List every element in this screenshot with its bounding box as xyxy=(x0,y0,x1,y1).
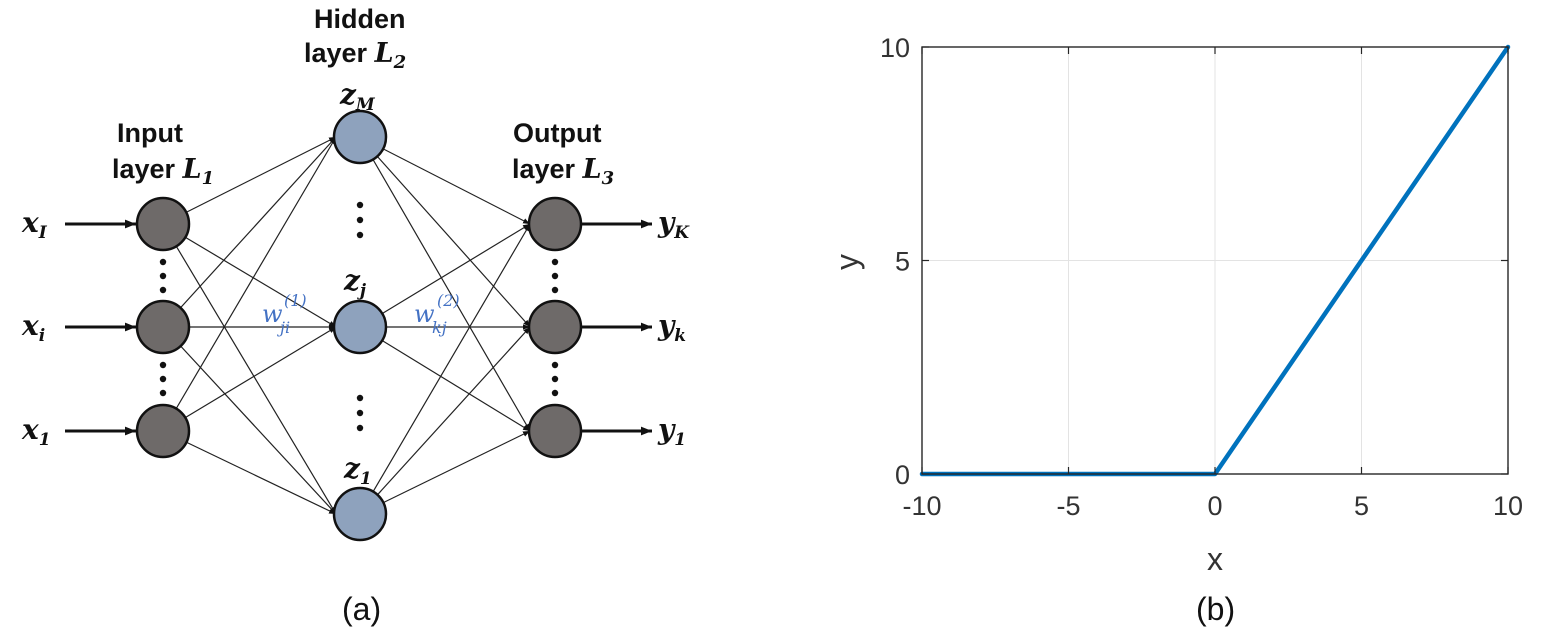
hidden-layer-subtitle: layer L2 xyxy=(304,38,406,73)
input-label-middle: xi xyxy=(21,309,45,346)
input-node-bottom xyxy=(135,403,191,459)
hidden-layer-title: Hidden xyxy=(314,4,406,34)
svg-text:w: w xyxy=(414,300,435,328)
output-arrows xyxy=(580,219,652,436)
input-label-bottom: x1 xyxy=(21,413,51,450)
x-tick-label: 0 xyxy=(1207,491,1222,521)
x-tick-label: 5 xyxy=(1354,491,1369,521)
input-node-middle xyxy=(135,299,191,355)
x-tick-label: -5 xyxy=(1056,491,1080,521)
weight-label-2: w (2) kj xyxy=(414,291,460,337)
output-label-top: yK xyxy=(657,206,690,243)
hidden-label-top: zM xyxy=(339,78,376,115)
svg-text:w: w xyxy=(262,300,283,328)
neural-network-diagram: Input layer L1 Hidden layer L2 Output la… xyxy=(21,4,690,627)
hidden-node-bottom xyxy=(332,486,388,542)
hidden-node-middle xyxy=(332,299,388,355)
output-layer-subtitle: layer L3 xyxy=(512,154,614,189)
input-layer-subtitle: layer L1 xyxy=(112,154,214,189)
output-node-bottom xyxy=(527,403,583,459)
ellipsis-dots xyxy=(159,201,559,432)
x-axis-title: x xyxy=(1207,541,1223,577)
panel-a-caption: (a) xyxy=(342,591,381,627)
hidden-label-middle: zj xyxy=(343,264,367,301)
svg-text:ji: ji xyxy=(277,318,290,337)
y-tick-label: 0 xyxy=(895,460,910,490)
input-hidden-connections xyxy=(162,136,337,515)
hidden-nodes xyxy=(332,109,388,542)
input-label-top: xI xyxy=(21,206,48,243)
weight-label-1: w (1) ji xyxy=(262,291,307,337)
y-tick-label: 5 xyxy=(895,247,910,277)
hidden-output-connections xyxy=(359,136,531,515)
svg-text:(1): (1) xyxy=(284,291,307,310)
svg-text:(2): (2) xyxy=(437,291,460,310)
output-layer-title: Output xyxy=(513,118,601,148)
ticks xyxy=(921,46,1509,475)
panel-b-caption: (b) xyxy=(1196,591,1235,627)
hidden-node-top xyxy=(332,109,388,165)
x-tick-label: 10 xyxy=(1493,491,1523,521)
y-tick-label: 10 xyxy=(880,33,910,63)
output-node-top xyxy=(527,196,583,252)
x-tick-label: -10 xyxy=(902,491,941,521)
input-node-top xyxy=(135,196,191,252)
svg-text:kj: kj xyxy=(432,318,447,337)
tick-labels: -10 -5 0 5 10 0 5 10 xyxy=(880,33,1523,521)
y-axis-title: y xyxy=(829,254,865,270)
input-arrows xyxy=(65,219,136,436)
input-nodes xyxy=(135,196,191,459)
output-label-middle: yk xyxy=(657,309,686,346)
output-nodes xyxy=(527,196,583,459)
hidden-label-bottom: z1 xyxy=(343,452,372,489)
output-label-bottom: y1 xyxy=(657,413,686,450)
relu-chart: -10 -5 0 5 10 0 5 10 x y (b) xyxy=(829,33,1523,627)
input-layer-title: Input xyxy=(117,118,183,148)
output-node-middle xyxy=(527,299,583,355)
